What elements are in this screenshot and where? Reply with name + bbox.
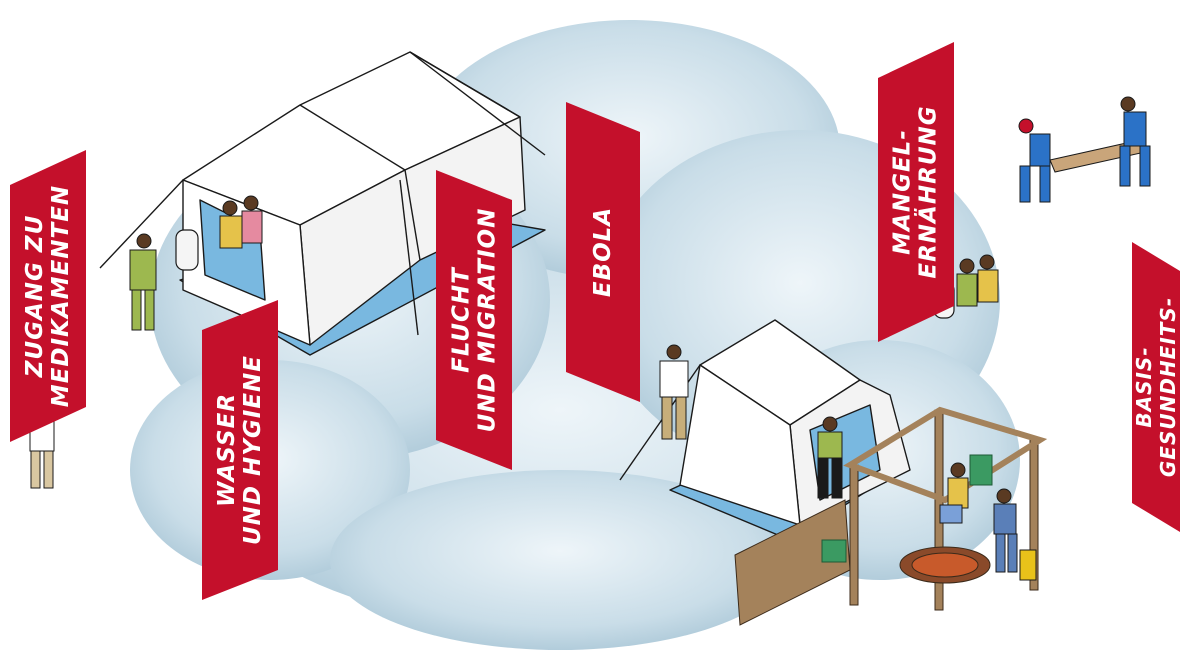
banner-line: ERNÄHRUNG — [916, 105, 943, 279]
wooden-frame-icon — [734, 406, 1048, 626]
person-icon — [659, 344, 689, 440]
banner-line: ZUGANG ZU — [22, 214, 48, 378]
person-icon — [956, 254, 999, 307]
banner-line: MANGEL- — [890, 129, 917, 255]
banner-line: EBOLA — [590, 206, 617, 298]
banner-line: WASSER — [214, 392, 241, 508]
chair-icon — [821, 454, 993, 563]
banner-flucht-und-migration: FLUCHT UND MIGRATION — [436, 170, 512, 470]
banner-line: UND MIGRATION — [474, 207, 500, 433]
banner-wasser-und-hygiene: WASSER UND HYGIENE — [202, 300, 278, 600]
banner-line: UND HYGIENE — [240, 354, 267, 546]
stretcher-icon — [1018, 96, 1151, 203]
person-icon — [817, 416, 843, 499]
banner-line: FLUCHT — [448, 267, 474, 373]
banner-zugang-zu-medikamenten: ZUGANG ZU MEDIKAMENTEN — [10, 150, 86, 442]
banner-line: BASIS- — [1132, 346, 1157, 428]
banner-line: GESUNDHEITS- — [1156, 296, 1180, 478]
banner-line: MEDIKAMENTEN — [48, 184, 74, 408]
person-icon — [939, 462, 1037, 581]
banner-mangelernaehrung: MANGEL- ERNÄHRUNG — [878, 42, 954, 342]
banner-basis-gesundheits: BASIS- GESUNDHEITS- — [1132, 242, 1180, 532]
person-icon — [219, 195, 263, 249]
person-icon — [129, 233, 157, 331]
banner-ebola: EBOLA — [566, 102, 640, 402]
